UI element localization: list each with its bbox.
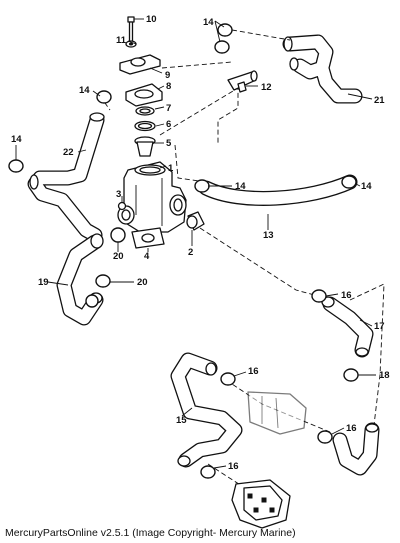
copyright-footer: MercuryPartsOnline v2.5.1 (Image Copyrig… [5, 527, 296, 539]
vent-cap-9 [119, 54, 161, 75]
hose-19 [56, 233, 104, 326]
callout-12: 12 [261, 82, 272, 93]
callout-18: 18 [379, 370, 390, 381]
callout-14-upper-left: 14 [79, 85, 90, 96]
housing-1 [123, 161, 187, 233]
fitting-side-1 [117, 205, 135, 225]
callout-16-lower: 16 [228, 461, 239, 472]
pump-body-outline [247, 391, 307, 435]
callout-5: 5 [166, 138, 172, 149]
callout-13: 13 [263, 230, 274, 241]
callout-21: 21 [374, 95, 385, 106]
cover-8 [125, 83, 163, 107]
fitting-2 [186, 211, 205, 231]
o-ring-6 [134, 120, 156, 132]
callout-2: 2 [188, 247, 193, 258]
tee-fitting-12 [227, 70, 258, 93]
hose-21 [282, 34, 363, 104]
callout-3: 3 [116, 189, 121, 200]
callout-14-top: 14 [203, 17, 214, 28]
callout-11: 11 [116, 35, 127, 46]
pump-outline-lower [231, 479, 291, 529]
hose-13 [198, 174, 358, 206]
thermostat-5 [134, 136, 156, 157]
callout-17: 17 [374, 321, 385, 332]
callout-9: 9 [165, 70, 170, 81]
callout-10: 10 [146, 14, 157, 25]
leader-lines [15, 18, 376, 469]
callout-14-left: 14 [11, 134, 22, 145]
callout-14-middle: 14 [235, 181, 246, 192]
callout-22: 22 [63, 147, 74, 158]
hose-right-lower [332, 422, 380, 476]
callout-8: 8 [166, 81, 171, 92]
hose-17 [321, 296, 374, 358]
callout-16-upper: 16 [341, 290, 352, 301]
gasket-4 [131, 227, 165, 249]
callout-19: 19 [38, 277, 49, 288]
callout-20-upper: 20 [113, 251, 124, 262]
plug-3 [117, 201, 127, 211]
callout-6: 6 [166, 119, 171, 130]
callout-16-middle: 16 [248, 366, 259, 377]
callout-labels: 10 11 9 14 8 14 12 7 6 5 22 14 1 14 3 14… [11, 14, 390, 472]
hose-22 [27, 112, 105, 243]
callout-15: 15 [176, 415, 187, 426]
callout-16-right: 16 [346, 423, 357, 434]
callout-7: 7 [166, 103, 171, 114]
bolt-10 [127, 16, 135, 45]
seal-7 [135, 106, 155, 116]
callout-4: 4 [144, 251, 150, 262]
callout-14-right: 14 [361, 181, 372, 192]
callout-20-lower: 20 [137, 277, 148, 288]
callout-1: 1 [168, 163, 174, 174]
hose-15 [170, 352, 243, 468]
